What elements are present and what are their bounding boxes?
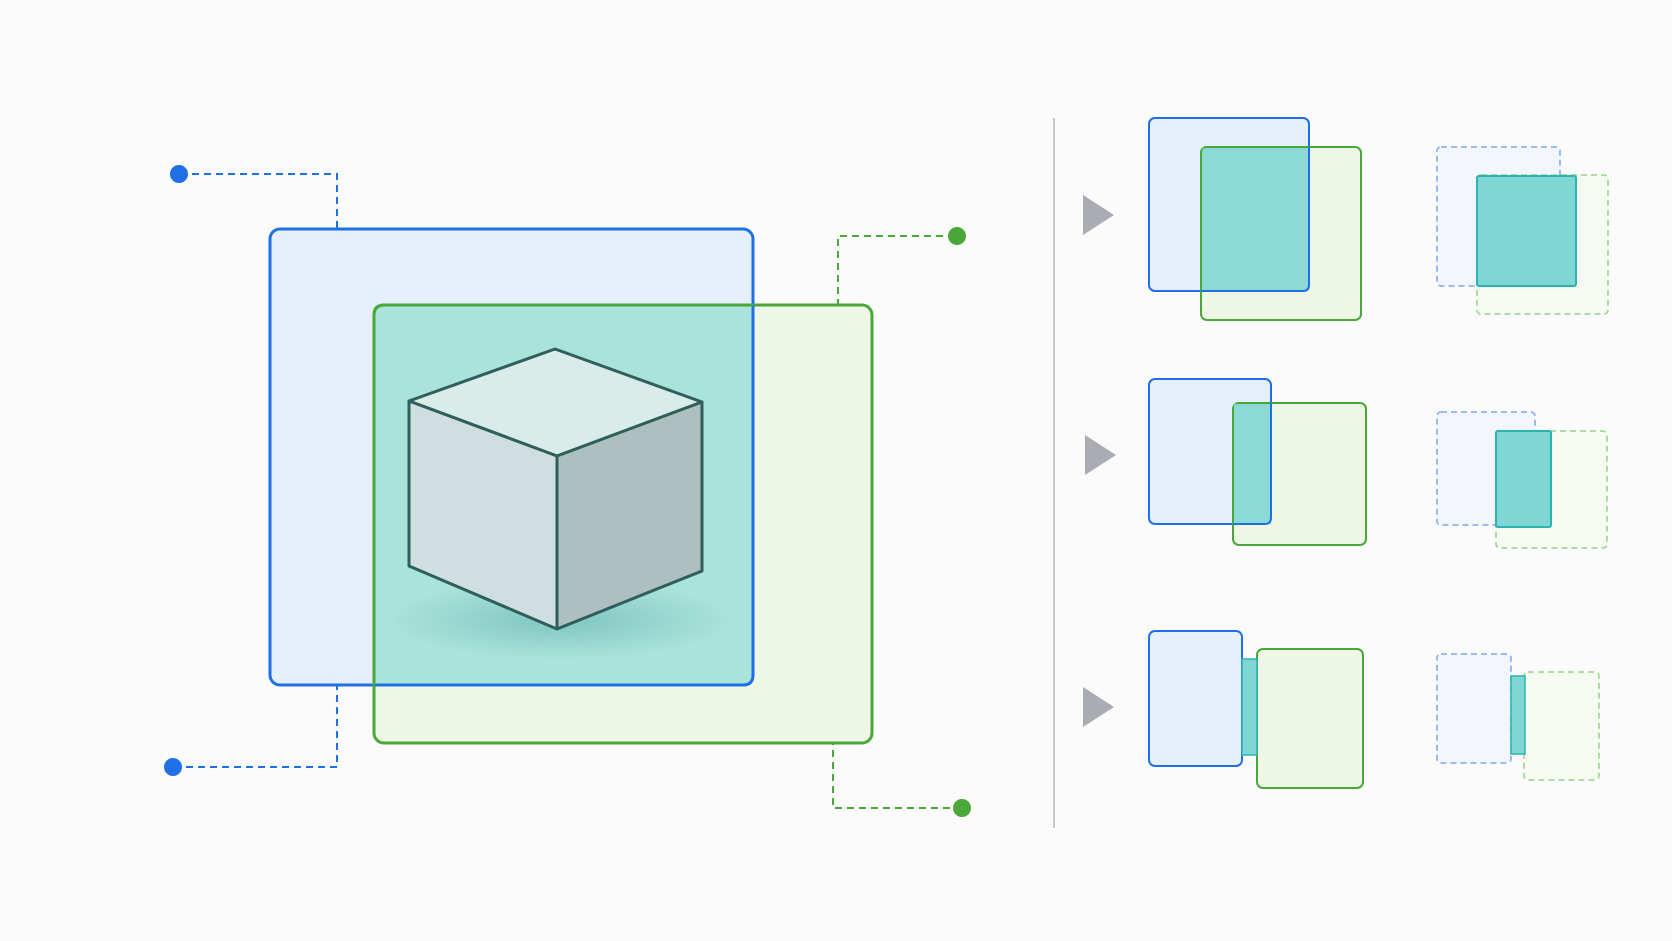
box-b-outline-inner	[372, 303, 753, 685]
cube-right-face	[555, 400, 704, 631]
3d-cube-icon	[385, 347, 735, 660]
anchor-connector-bottom-left	[164, 685, 338, 776]
result-intersection	[1495, 430, 1552, 528]
variant-result-intersection	[1436, 146, 1609, 315]
anchor-dot-icon[interactable]	[948, 227, 966, 245]
variant-result-intersection	[1436, 411, 1608, 549]
result-intersection	[1510, 675, 1526, 755]
variant-box-b	[1256, 648, 1364, 789]
play-triangle-icon[interactable]	[1085, 435, 1116, 475]
anchor-connector-top-right	[837, 227, 966, 305]
variant-row-2	[1085, 378, 1608, 549]
anchor-connector-top-left	[170, 165, 338, 229]
play-triangle-icon[interactable]	[1083, 687, 1114, 727]
variant-overlap-small	[1148, 630, 1364, 789]
variant-intersection	[1234, 404, 1271, 524]
variant-intersection	[1241, 658, 1258, 756]
variant-intersection	[1202, 148, 1308, 290]
result-intersection	[1476, 175, 1577, 287]
variant-row-3	[1083, 630, 1600, 789]
anchor-connector-bottom-right	[832, 743, 971, 817]
variant-overlap-medium	[1148, 378, 1367, 546]
anchor-dot-icon[interactable]	[164, 758, 182, 776]
variant-box-a	[1148, 630, 1243, 767]
anchor-dot-icon[interactable]	[953, 799, 971, 817]
play-triangle-icon[interactable]	[1083, 195, 1114, 235]
ghost-box-a	[1436, 653, 1512, 764]
box-a-outline-inner	[374, 305, 755, 687]
main-overlap-diagram	[164, 165, 971, 817]
variant-row-1	[1083, 117, 1609, 321]
ghost-box-b	[1523, 671, 1600, 781]
variant-overlap-large	[1148, 117, 1362, 321]
variant-result-intersection	[1436, 653, 1600, 781]
anchor-dot-icon[interactable]	[170, 165, 188, 183]
